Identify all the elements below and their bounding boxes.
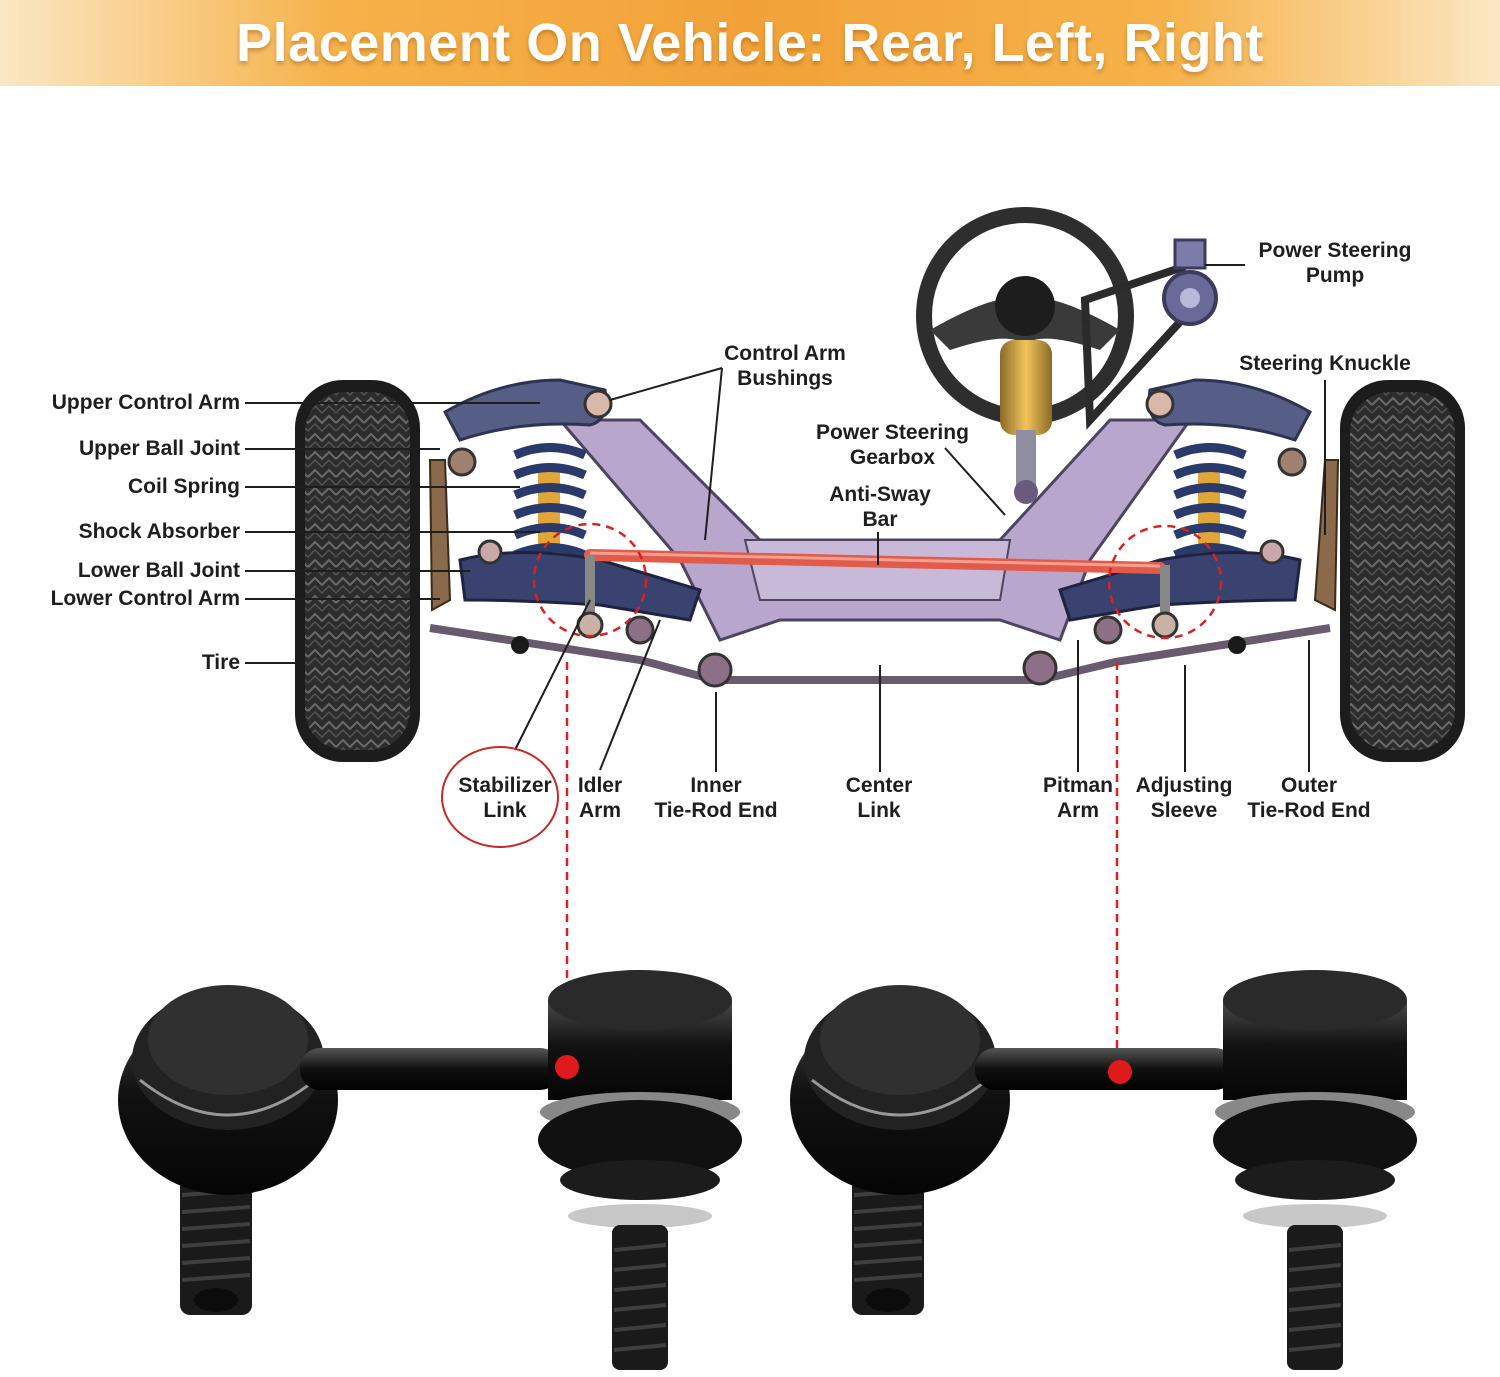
label-power-steering-pump-2: Pump bbox=[1305, 264, 1365, 287]
left-stabilizer-link-product bbox=[118, 970, 742, 1370]
label-stabilizer-link-2: Link bbox=[483, 799, 527, 822]
leader-lines bbox=[245, 264, 1326, 772]
label-upper-ball-joint: Upper Ball Joint bbox=[78, 437, 240, 460]
page-title: Placement On Vehicle: Rear, Left, Right bbox=[236, 13, 1264, 73]
pitman-arm-icon bbox=[1093, 615, 1123, 645]
right-knuckle bbox=[1313, 459, 1340, 612]
left-coil-spring-icon bbox=[513, 443, 587, 565]
label-idler-arm-2: Arm bbox=[578, 799, 621, 822]
label-outer-tie-rod-2: Tie-Rod End bbox=[1247, 799, 1371, 822]
stabilizer-label-circle bbox=[441, 746, 559, 848]
right-coil-spring-icon bbox=[1173, 443, 1247, 565]
label-lower-ball-joint: Lower Ball Joint bbox=[77, 559, 240, 582]
left-knuckle bbox=[428, 459, 452, 612]
label-power-steering-gearbox-1: Power Steering bbox=[816, 421, 969, 444]
label-control-arm-bushings-1: Control Arm bbox=[724, 342, 846, 365]
label-stabilizer-link-1: Stabilizer bbox=[458, 774, 552, 797]
label-idler-arm-1: Idler bbox=[577, 774, 623, 797]
right-link-highlight bbox=[1107, 524, 1223, 640]
steering-linkage bbox=[429, 624, 1331, 684]
inner-tie-rod-icon bbox=[697, 652, 733, 688]
label-shock-absorber: Shock Absorber bbox=[78, 520, 240, 543]
right-attachment-dot bbox=[1108, 1060, 1132, 1084]
title-banner bbox=[0, 0, 1500, 86]
left-lower-control-arm bbox=[458, 539, 702, 622]
label-adjusting-sleeve-2: Sleeve bbox=[1150, 799, 1218, 822]
label-tire: Tire bbox=[201, 651, 240, 674]
label-center-link-1: Center bbox=[845, 774, 913, 797]
label-pitman-arm-2: Arm bbox=[1056, 799, 1099, 822]
label-coil-spring: Coil Spring bbox=[128, 475, 240, 498]
label-adjusting-sleeve-1: Adjusting bbox=[1135, 774, 1233, 797]
label-anti-sway-bar-1: Anti-Sway bbox=[829, 483, 931, 506]
left-link-highlight bbox=[532, 522, 648, 638]
label-power-steering-pump-1: Power Steering bbox=[1258, 239, 1412, 262]
right-lower-control-arm bbox=[1058, 539, 1302, 622]
label-lower-control-arm: Lower Control Arm bbox=[50, 587, 240, 610]
idler-arm-icon bbox=[625, 615, 655, 645]
anti-sway-bar bbox=[584, 549, 1166, 574]
label-power-steering-gearbox-2: Gearbox bbox=[849, 446, 936, 469]
label-outer-tie-rod-1: Outer bbox=[1280, 774, 1337, 797]
label-control-arm-bushings-2: Bushings bbox=[737, 367, 833, 390]
steering-wheel-icon bbox=[916, 207, 1134, 504]
label-pitman-arm-1: Pitman bbox=[1042, 774, 1113, 797]
label-anti-sway-bar-2: Bar bbox=[862, 508, 898, 531]
left-upper-control-arm bbox=[442, 378, 613, 442]
label-upper-control-arm: Upper Control Arm bbox=[51, 391, 240, 414]
left-attachment-dot bbox=[555, 1055, 579, 1079]
right-upper-control-arm bbox=[1145, 378, 1313, 442]
label-inner-tie-rod-1: Inner bbox=[690, 774, 742, 797]
label-steering-knuckle: Steering Knuckle bbox=[1239, 352, 1411, 375]
label-center-link-2: Link bbox=[857, 799, 901, 822]
power-steering-pump-icon bbox=[1080, 238, 1218, 430]
label-inner-tie-rod-2: Tie-Rod End bbox=[654, 799, 778, 822]
right-stabilizer-link-product bbox=[790, 970, 1417, 1370]
right-tire-icon bbox=[1340, 380, 1465, 762]
